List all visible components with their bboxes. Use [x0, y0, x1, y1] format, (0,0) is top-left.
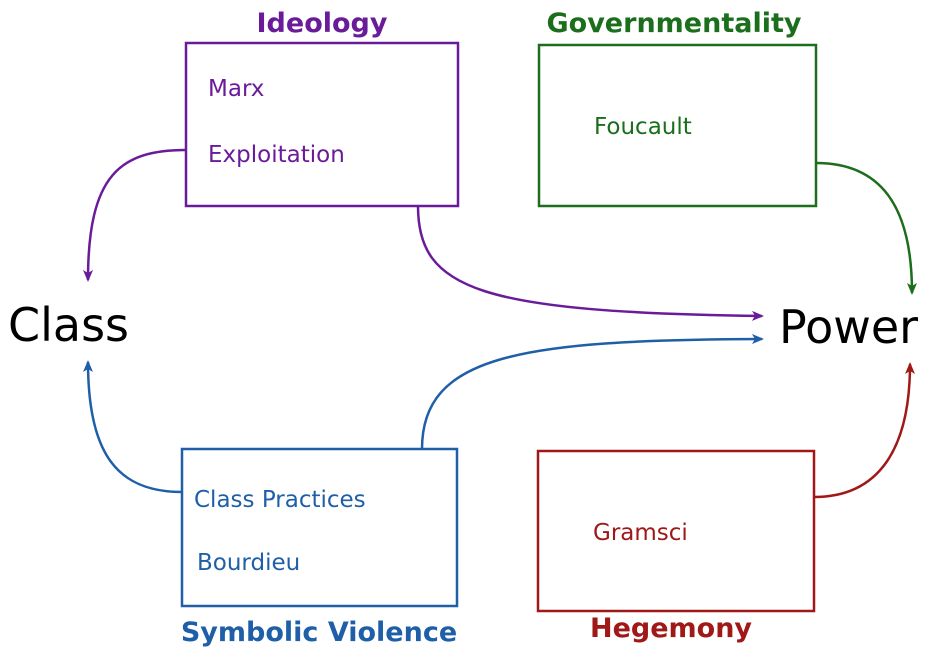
symbolic-violence-title: Symbolic Violence	[181, 617, 457, 648]
ideology-item-exploitation: Exploitation	[208, 142, 345, 168]
symbolic-violence-item-class-practices: Class Practices	[194, 487, 366, 513]
hegemony-box	[536, 449, 816, 613]
governmentality-item-foucault: Foucault	[594, 114, 692, 140]
edge-ideology-to-power	[416, 205, 764, 321]
hegemony-item-gramsci: Gramsci	[593, 520, 688, 546]
hegemony-title: Hegemony	[590, 613, 752, 644]
class-node: Class	[8, 298, 129, 352]
ideology-item-marx: Marx	[208, 76, 264, 102]
governmentality-box	[537, 43, 818, 208]
edge-governmentality-to-power	[815, 161, 917, 295]
power-node: Power	[779, 300, 918, 354]
symbolic-violence-item-bourdieu: Bourdieu	[197, 550, 300, 576]
ideology-box	[184, 41, 460, 208]
ideology-title: Ideology	[257, 8, 388, 39]
edge-hegemony-to-power	[813, 362, 915, 499]
edge-symbolic-violence-to-class	[83, 360, 183, 494]
governmentality-title: Governmentality	[547, 8, 802, 39]
edge-symbolic-violence-to-power	[420, 334, 764, 450]
symbolic-violence-box	[180, 447, 459, 608]
edge-ideology-to-class	[83, 148, 187, 282]
